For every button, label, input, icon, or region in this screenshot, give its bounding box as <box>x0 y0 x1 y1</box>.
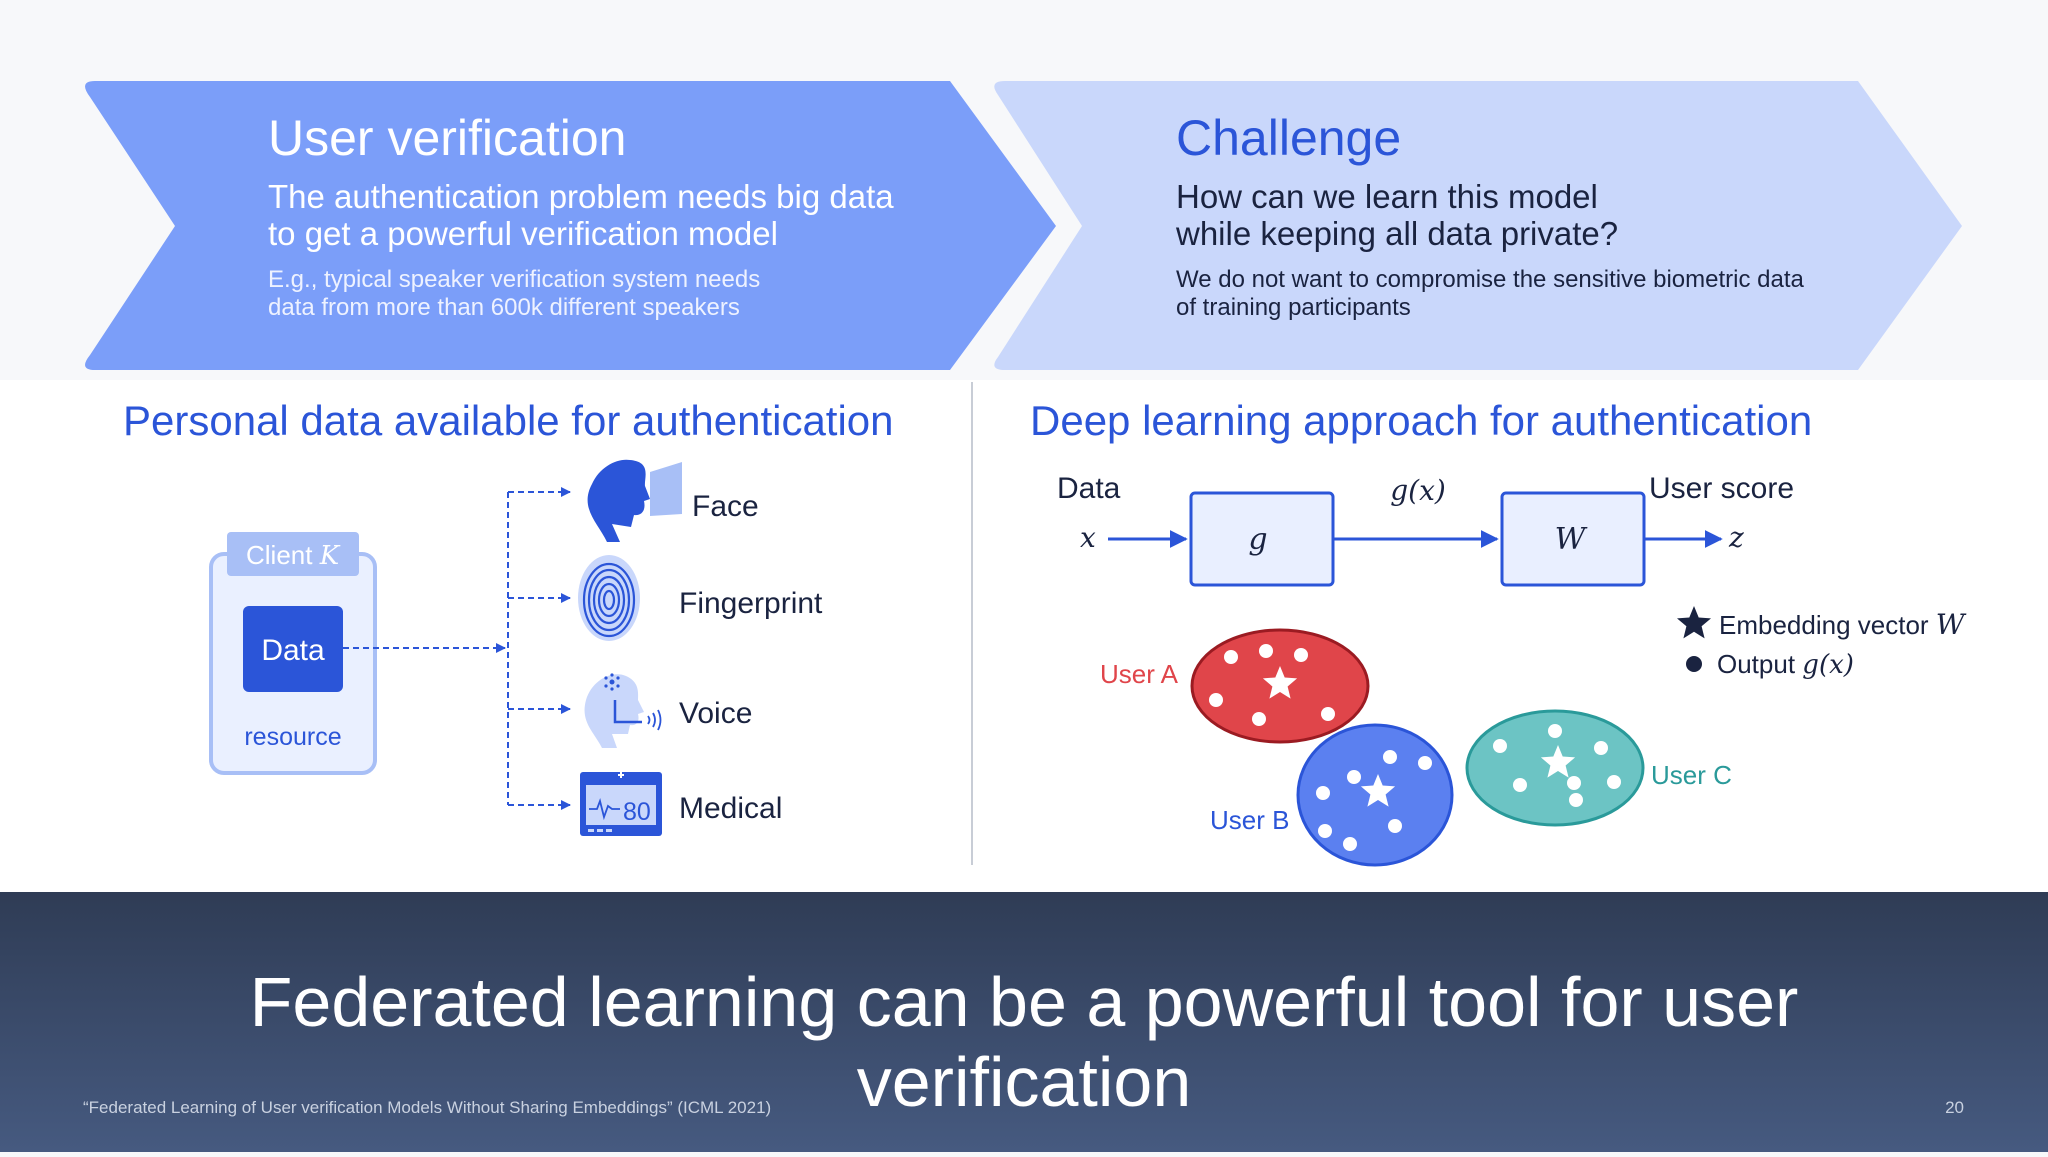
challenge-chevron <box>994 81 1962 370</box>
user-a-star-icon <box>1262 666 1298 699</box>
legend-star-icon <box>1677 606 1711 639</box>
data-block-label: Data <box>261 634 325 667</box>
user-c-star-icon <box>1540 745 1576 778</box>
user-verification-note2: data from more than 600k different speak… <box>268 294 740 321</box>
g-model-label: g <box>1248 522 1267 557</box>
deep-learning-heading: Deep learning approach for authenticatio… <box>1030 397 1812 444</box>
resource-label: resource <box>244 723 341 751</box>
user-c-label: User C <box>1651 760 1732 790</box>
client-tab <box>227 532 359 576</box>
user-score-label: User score <box>1649 472 1794 505</box>
fingerprint-icon <box>578 555 640 641</box>
challenge-line2: while keeping all data private? <box>1175 215 1618 252</box>
pipeline-data-label: Data <box>1057 472 1121 505</box>
voice-label: Voice <box>679 697 752 730</box>
voice-icon <box>584 673 662 748</box>
user-a-cluster <box>1190 628 1370 744</box>
pipeline-x-label: x <box>1080 521 1096 554</box>
data-block <box>243 606 343 692</box>
w-layer-label: W <box>1555 522 1588 557</box>
challenge-note2: of training participants <box>1176 294 1411 321</box>
legend-output-text: Output g(x) <box>1717 649 1854 680</box>
data-connectors <box>343 487 571 810</box>
fingerprint-label: Fingerprint <box>679 587 823 620</box>
gx-label: g(x) <box>1390 474 1446 507</box>
user-a-label: User A <box>1100 659 1179 689</box>
user-c-cluster <box>1465 709 1645 827</box>
user-verification-line1: The authentication problem needs big dat… <box>268 178 894 215</box>
head-silhouette-icon <box>587 459 682 542</box>
legend-embedding-text: Embedding vector W <box>1719 608 1967 641</box>
citation-text: “Federated Learning of User verification… <box>83 1098 772 1117</box>
user-verification-note1: E.g., typical speaker verification syste… <box>268 266 760 293</box>
monitor-readout: 80 <box>623 798 651 826</box>
legend-dot-icon <box>1686 656 1702 672</box>
user-verification-chevron <box>85 81 1056 370</box>
user-b-label: User B <box>1210 805 1289 835</box>
challenge-line1: How can we learn this model <box>1176 178 1598 215</box>
user-verification-title: User verification <box>268 110 626 166</box>
personal-data-heading: Personal data available for authenticati… <box>123 397 894 444</box>
banner-headline: Federated learning can be a powerful too… <box>249 963 1799 1121</box>
challenge-title: Challenge <box>1176 110 1401 166</box>
heart-monitor-icon: 80 <box>580 772 662 836</box>
z-label: z <box>1728 521 1744 554</box>
page-number: 20 <box>1945 1098 1964 1117</box>
client-label: Client K <box>246 540 341 571</box>
face-label: Face <box>692 490 759 523</box>
user-verification-line2: to get a powerful verification model <box>268 215 778 252</box>
challenge-note1: We do not want to compromise the sensiti… <box>1176 266 1805 293</box>
user-b-cluster <box>1296 723 1454 867</box>
user-b-star-icon <box>1360 774 1396 807</box>
bottom-banner <box>0 892 2048 1152</box>
medical-label: Medical <box>679 792 782 825</box>
